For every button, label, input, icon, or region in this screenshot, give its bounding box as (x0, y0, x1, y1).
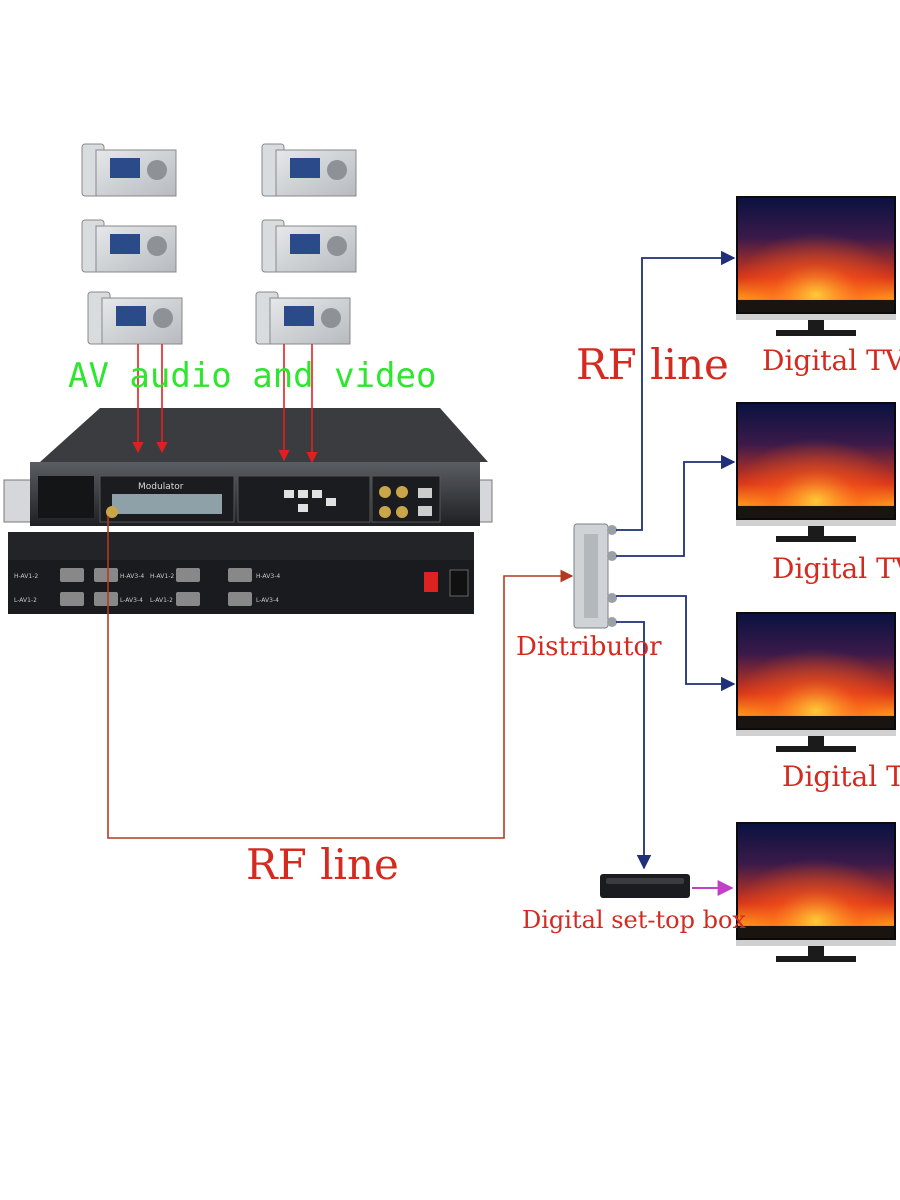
rf-wire (107, 516, 574, 839)
tv-wire-2 (616, 454, 736, 557)
rf-line-label-top: RF line (576, 340, 729, 389)
stb-wire (616, 621, 652, 870)
stb-label: Digital set-top box (522, 906, 746, 934)
receiver-box (261, 219, 357, 273)
port-label: H-AV3-4 (256, 573, 280, 580)
tv-wire-3 (616, 595, 736, 692)
port-label: H-AV1-2 (14, 573, 38, 580)
port-label: H-AV3-4 (120, 573, 144, 580)
rf-line-label-bottom: RF line (246, 840, 399, 889)
tv-4 (736, 822, 896, 962)
distributor-label: Distributor (516, 632, 662, 662)
modulator-unit (3, 408, 493, 526)
set-top-box (600, 874, 690, 898)
tv-3 (736, 612, 896, 752)
receiver-box (81, 143, 177, 197)
port-label: L-AV1-2 (14, 597, 37, 604)
port-label: L-AV1-2 (150, 597, 173, 604)
tv-wire-1 (616, 250, 736, 531)
tv-label-1: Digital TV (762, 344, 900, 377)
tv-label-2: Digital TV (772, 552, 900, 585)
tv-1 (736, 196, 896, 336)
receiver-box (87, 291, 183, 345)
distributor-device (573, 523, 617, 629)
av-label: AV audio and video (68, 356, 437, 396)
port-label: L-AV3-4 (256, 597, 279, 604)
modulator-rear (8, 532, 474, 614)
receiver-box (255, 291, 351, 345)
tv-2 (736, 402, 896, 542)
tv-label-3: Digital TV (782, 760, 900, 793)
port-label: L-AV3-4 (120, 597, 143, 604)
receiver-box (81, 219, 177, 273)
modulator-label: Modulator (138, 482, 184, 492)
receiver-box (261, 143, 357, 197)
port-label: H-AV1-2 (150, 573, 174, 580)
